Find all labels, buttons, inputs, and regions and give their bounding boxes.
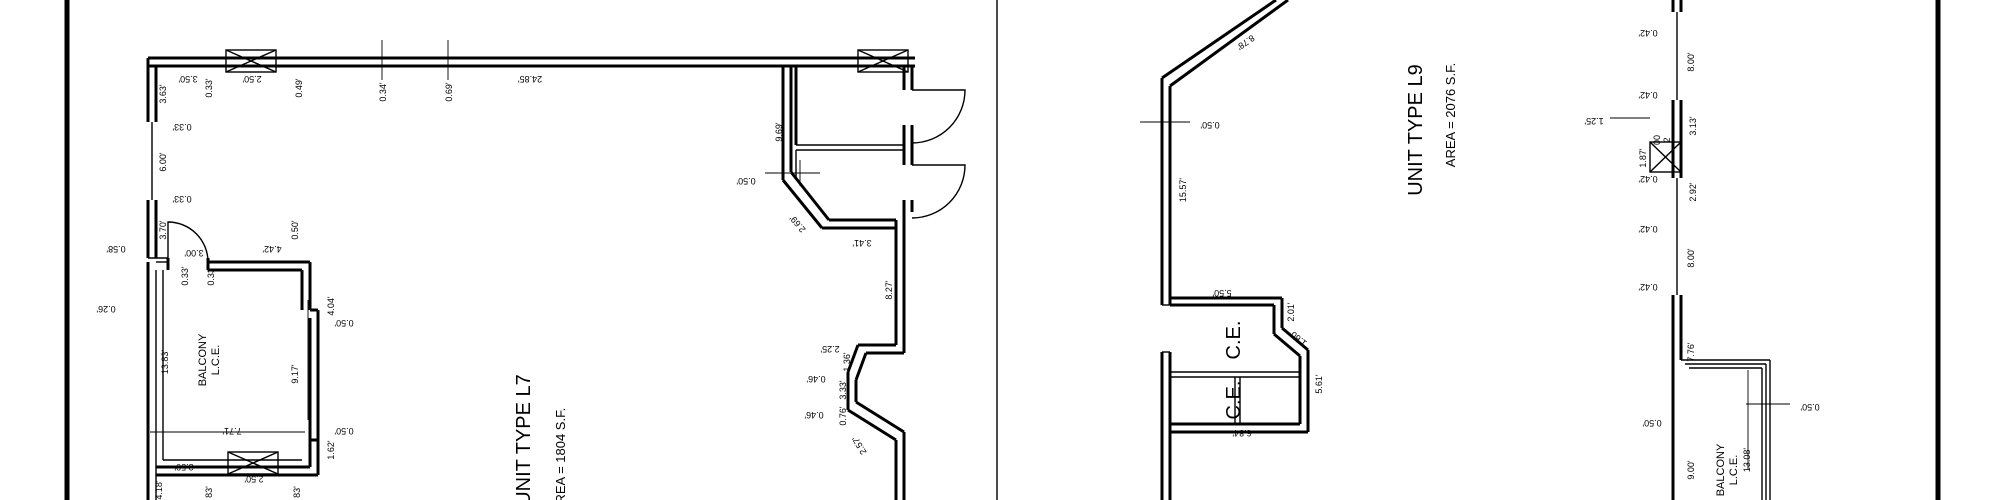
dim-label: 0.50': [1200, 120, 1220, 130]
dim-label: 24.85': [518, 74, 543, 84]
dim-label: 4.42': [262, 244, 282, 254]
dim-label: 7.71': [222, 426, 242, 436]
dim-label: 1.62': [326, 440, 336, 460]
dim-label: 3.41': [852, 238, 872, 248]
dim-label: 9.69': [774, 122, 784, 142]
dim-label: 0.50': [1642, 418, 1662, 428]
dim-label: 0.58': [106, 244, 126, 254]
balcony-l7-sub: L.C.E.: [210, 345, 222, 376]
dim-label: 13.83': [160, 350, 170, 375]
dim-label: 1.25': [1584, 116, 1604, 126]
dim-label: 0.42': [1638, 90, 1658, 100]
dim-label: 2.69': [788, 213, 808, 234]
dim-label: 3.00': [184, 248, 204, 258]
dim-label: 1.36': [842, 352, 852, 372]
unit-l7-vents: [225, 49, 909, 475]
right-unit-labels: BALCONY L.C.E.: [1715, 443, 1740, 496]
unit-l9-walls: [1160, 0, 1310, 500]
dim-label: 3.70': [158, 220, 168, 240]
dim-label: 0.69': [444, 82, 454, 102]
dim-label: 0.42': [1638, 28, 1658, 38]
unit-l9-title: UNIT TYPE L9: [1405, 64, 1427, 196]
dim-label: 3.33': [838, 380, 848, 400]
dim-label: 00: [1652, 135, 1662, 145]
balcony-right-sub: L.C.E.: [1728, 455, 1740, 486]
dim-label: 0.33': [204, 78, 214, 98]
dim-label: 2.57': [850, 434, 868, 456]
dim-label: 9.17': [290, 364, 300, 384]
unit-l9-area: AREA = 2076 S.F.: [1443, 63, 1458, 167]
dim-label: 0.26': [96, 304, 116, 314]
unit-l7-area: AREA = 1804 S.F.: [553, 408, 568, 500]
dim-label: 15.57': [1178, 178, 1188, 203]
dim-label: 5.50': [1212, 288, 1232, 298]
dim-label: 0.42': [1638, 224, 1658, 234]
unit-l9-dim-lines: [1140, 114, 1190, 130]
dim-label: 3.63': [158, 84, 168, 104]
dim-label: 0.76': [838, 406, 848, 426]
dim-label: 2: [1662, 137, 1672, 142]
dim-label: 8.27': [884, 280, 894, 300]
dim-label: 0.50': [290, 220, 300, 240]
dim-label: 83': [204, 486, 214, 498]
dim-label: 0.42': [1638, 174, 1658, 184]
dim-label: 6.00': [158, 152, 168, 172]
ce-upper-label: C.E.: [1223, 321, 1245, 360]
dim-label: 0.42': [1638, 282, 1658, 292]
dim-label: 0.50': [334, 426, 354, 436]
balcony-right-label: BALCONY: [1715, 443, 1727, 496]
sheet-frame: [64, 0, 1941, 500]
right-unit-walls: [1649, 0, 1771, 500]
dim-label: 0.34': [378, 82, 388, 102]
dim-label: 0.46': [806, 374, 826, 384]
dim-label: 5.61': [1314, 374, 1324, 394]
unit-l7-dimensions: 3.50' 2.50' 0.33' 0.49' 0.34' 0.69' 24.8…: [96, 74, 894, 500]
dim-label: 0.50': [736, 176, 756, 186]
dim-label: 9.00': [1686, 460, 1696, 480]
dim-label: 1.60': [1287, 328, 1308, 348]
dim-label: 3.50': [178, 74, 198, 84]
unit-l7-labels: UNIT TYPE L7 AREA = 1804 S.F. BALCONY L.…: [197, 333, 568, 500]
dim-label: 13.08': [1742, 448, 1752, 473]
right-unit-dim-lines: [1610, 117, 1790, 470]
dim-label: 2.50': [244, 474, 264, 484]
dim-label: 4.04': [326, 296, 336, 316]
unit-l7-title: UNIT TYPE L7: [513, 374, 535, 500]
balcony-l7-label: BALCONY: [197, 333, 209, 386]
dim-label: 3.13': [1688, 116, 1698, 136]
dim-label: 0.33': [172, 194, 192, 204]
dim-label: 0.46': [804, 410, 824, 420]
dim-label: 0.50': [334, 318, 354, 328]
dim-label: 0.33': [172, 122, 192, 132]
unit-l9-labels: UNIT TYPE L9 AREA = 2076 S.F. C.E. C.E. …: [1223, 63, 1458, 420]
dim-label: 4.18': [154, 480, 164, 500]
dim-label: 3.50': [174, 462, 194, 472]
dim-label: 0.49': [294, 78, 304, 98]
dim-label: 0.33': [206, 266, 216, 286]
dim-label: 83': [292, 486, 302, 498]
dim-label: 2.92': [1688, 182, 1698, 202]
unit-l7-walls: [146, 56, 966, 500]
dim-label: 1.87': [1638, 148, 1648, 168]
dim-label: 8.00': [1686, 248, 1696, 268]
unit-l7-dim-lines: [150, 40, 820, 433]
ce-lower-label: C.E.: [1223, 381, 1245, 420]
right-unit-dimensions: 0.42' 8.00' 0.42' 1.25' 3.13' 1.87' 00 2…: [1584, 28, 1820, 480]
dim-label: 0.50': [1800, 402, 1820, 412]
dim-label: 7.76': [1686, 342, 1696, 362]
dim-label: 8.00': [1686, 52, 1696, 72]
dim-label: 0.33': [180, 266, 190, 286]
dim-label: 6.84': [1232, 428, 1252, 438]
dim-label: 2.01': [1286, 302, 1296, 322]
dim-label: 2.50': [242, 74, 262, 84]
dim-label: 2.25': [820, 344, 840, 354]
